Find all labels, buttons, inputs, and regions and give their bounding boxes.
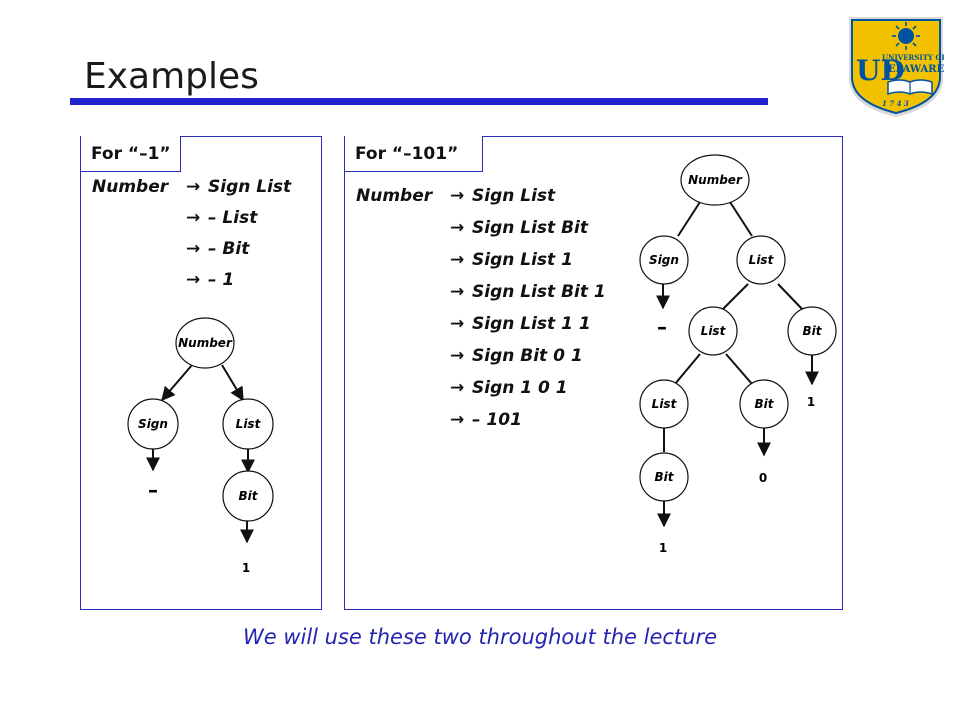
book-icon — [887, 79, 933, 96]
left-derivation: Number → Sign List → – List → – Bit → – 1 — [92, 172, 291, 296]
derivation-step: → Sign List 1 1 — [356, 308, 606, 340]
tree-node-label: Number — [688, 173, 743, 187]
derivation-rhs: – 1 — [208, 270, 235, 290]
derives-arrow: → — [186, 239, 201, 259]
tree-node-bit — [639, 452, 689, 502]
tree-leaf: 1 — [807, 395, 815, 409]
tree-node-list — [688, 306, 738, 356]
tree-edge — [161, 364, 193, 402]
derivation-lhs: Number — [356, 186, 433, 206]
tree-edge — [725, 353, 753, 385]
tree-node-label: Bit — [239, 489, 259, 503]
derivation-rhs: Sign List — [208, 177, 292, 197]
tree-edge — [674, 353, 701, 385]
derivation-rhs: – 101 — [472, 410, 522, 430]
tree-node-label: List — [749, 253, 775, 267]
derivation-step: → – 1 — [92, 265, 291, 296]
derivation-step: → – List — [92, 203, 291, 234]
tree-edge — [721, 283, 749, 311]
derives-arrow: → — [450, 282, 465, 302]
derives-arrow: → — [450, 314, 465, 334]
right-example-panel — [344, 136, 843, 610]
derives-arrow: → — [186, 208, 201, 228]
derivation-rhs: Sign List 1 — [472, 250, 573, 270]
derivation-step: → – Bit — [92, 234, 291, 265]
tree-node-label: Number — [178, 336, 233, 350]
tree-edge — [677, 201, 701, 237]
derives-arrow: → — [450, 186, 465, 206]
tree-node-label: List — [236, 417, 262, 431]
tree-node-number — [175, 317, 235, 369]
derives-arrow: → — [186, 177, 201, 197]
derivation-rhs: – List — [208, 208, 258, 228]
derives-arrow: → — [450, 218, 465, 238]
tree-node-list — [222, 398, 274, 450]
derivation-step: → Sign List Bit — [356, 212, 606, 244]
tree-node-label: List — [701, 324, 727, 338]
left-panel-tab: For “–1” — [81, 136, 181, 172]
tree-node-sign — [127, 398, 179, 450]
tree-node-list — [736, 235, 786, 285]
tree-leaf: – — [657, 315, 667, 339]
logo-line2: ELAWARE — [888, 64, 944, 75]
tree-leaf: 1 — [242, 561, 250, 575]
derives-arrow: → — [450, 346, 465, 366]
tree-leaf: 0 — [759, 471, 767, 485]
derives-arrow: → — [450, 378, 465, 398]
tree-node-bit — [787, 306, 837, 356]
derives-arrow: → — [186, 270, 201, 290]
tree-node-sign — [639, 235, 689, 285]
tree-edge — [777, 283, 804, 311]
tree-node-list — [639, 379, 689, 429]
derivation-rhs: Sign List Bit — [472, 218, 588, 238]
derivation-rhs: – Bit — [208, 239, 250, 259]
tree-node-label: Bit — [655, 470, 675, 484]
derives-arrow: → — [450, 410, 465, 430]
right-panel-tab: For “–101” — [345, 136, 483, 172]
derivation-rhs: Sign List Bit 1 — [472, 282, 606, 302]
tree-node-label: Bit — [755, 397, 775, 411]
slide-title: Examples — [84, 56, 259, 97]
right-derivation: Number → Sign List → Sign List Bit → Sign Li… — [356, 180, 606, 436]
slide-caption: We will use these two throughout the lec… — [242, 625, 718, 649]
derivation-step: → Sign Bit 0 1 — [356, 340, 606, 372]
tree-node-bit — [222, 470, 274, 522]
tree-leaf: – — [148, 478, 158, 502]
tree-node-number — [680, 154, 750, 206]
derivation-step: → – 101 — [356, 404, 606, 436]
tree-node-label: Bit — [803, 324, 823, 338]
logo-year: 1 7 4 3 — [882, 99, 909, 108]
tree-node-label: List — [652, 397, 678, 411]
derivation-step: → Sign List Bit 1 — [356, 276, 606, 308]
derivation-rhs: Sign List — [472, 186, 556, 206]
derives-arrow: → — [450, 250, 465, 270]
tree-node-bit — [739, 379, 789, 429]
left-example-panel — [80, 136, 322, 610]
tree-edge — [221, 364, 244, 402]
derivation-step: → Sign 1 0 1 — [356, 372, 606, 404]
derivation-step: → Sign List 1 — [356, 244, 606, 276]
university-logo: UD UNIVERSITY OF ELAWARE 1 7 4 3 — [849, 17, 944, 117]
sun-icon — [892, 22, 920, 50]
derivation-rhs: Sign Bit 0 1 — [472, 346, 583, 366]
tree-node-label: Sign — [649, 253, 679, 267]
derivation-step: Number → Sign List — [356, 180, 606, 212]
tree-edge — [729, 201, 753, 237]
derivation-lhs: Number — [92, 177, 169, 197]
tree-node-label: Sign — [138, 417, 168, 431]
derivation-step: Number → Sign List — [92, 172, 291, 203]
derivation-rhs: Sign List 1 1 — [472, 314, 591, 334]
title-underline — [70, 98, 768, 105]
logo-line1: UNIVERSITY OF — [882, 53, 944, 62]
tree-leaf: 1 — [659, 541, 667, 555]
derivation-rhs: Sign 1 0 1 — [472, 378, 568, 398]
